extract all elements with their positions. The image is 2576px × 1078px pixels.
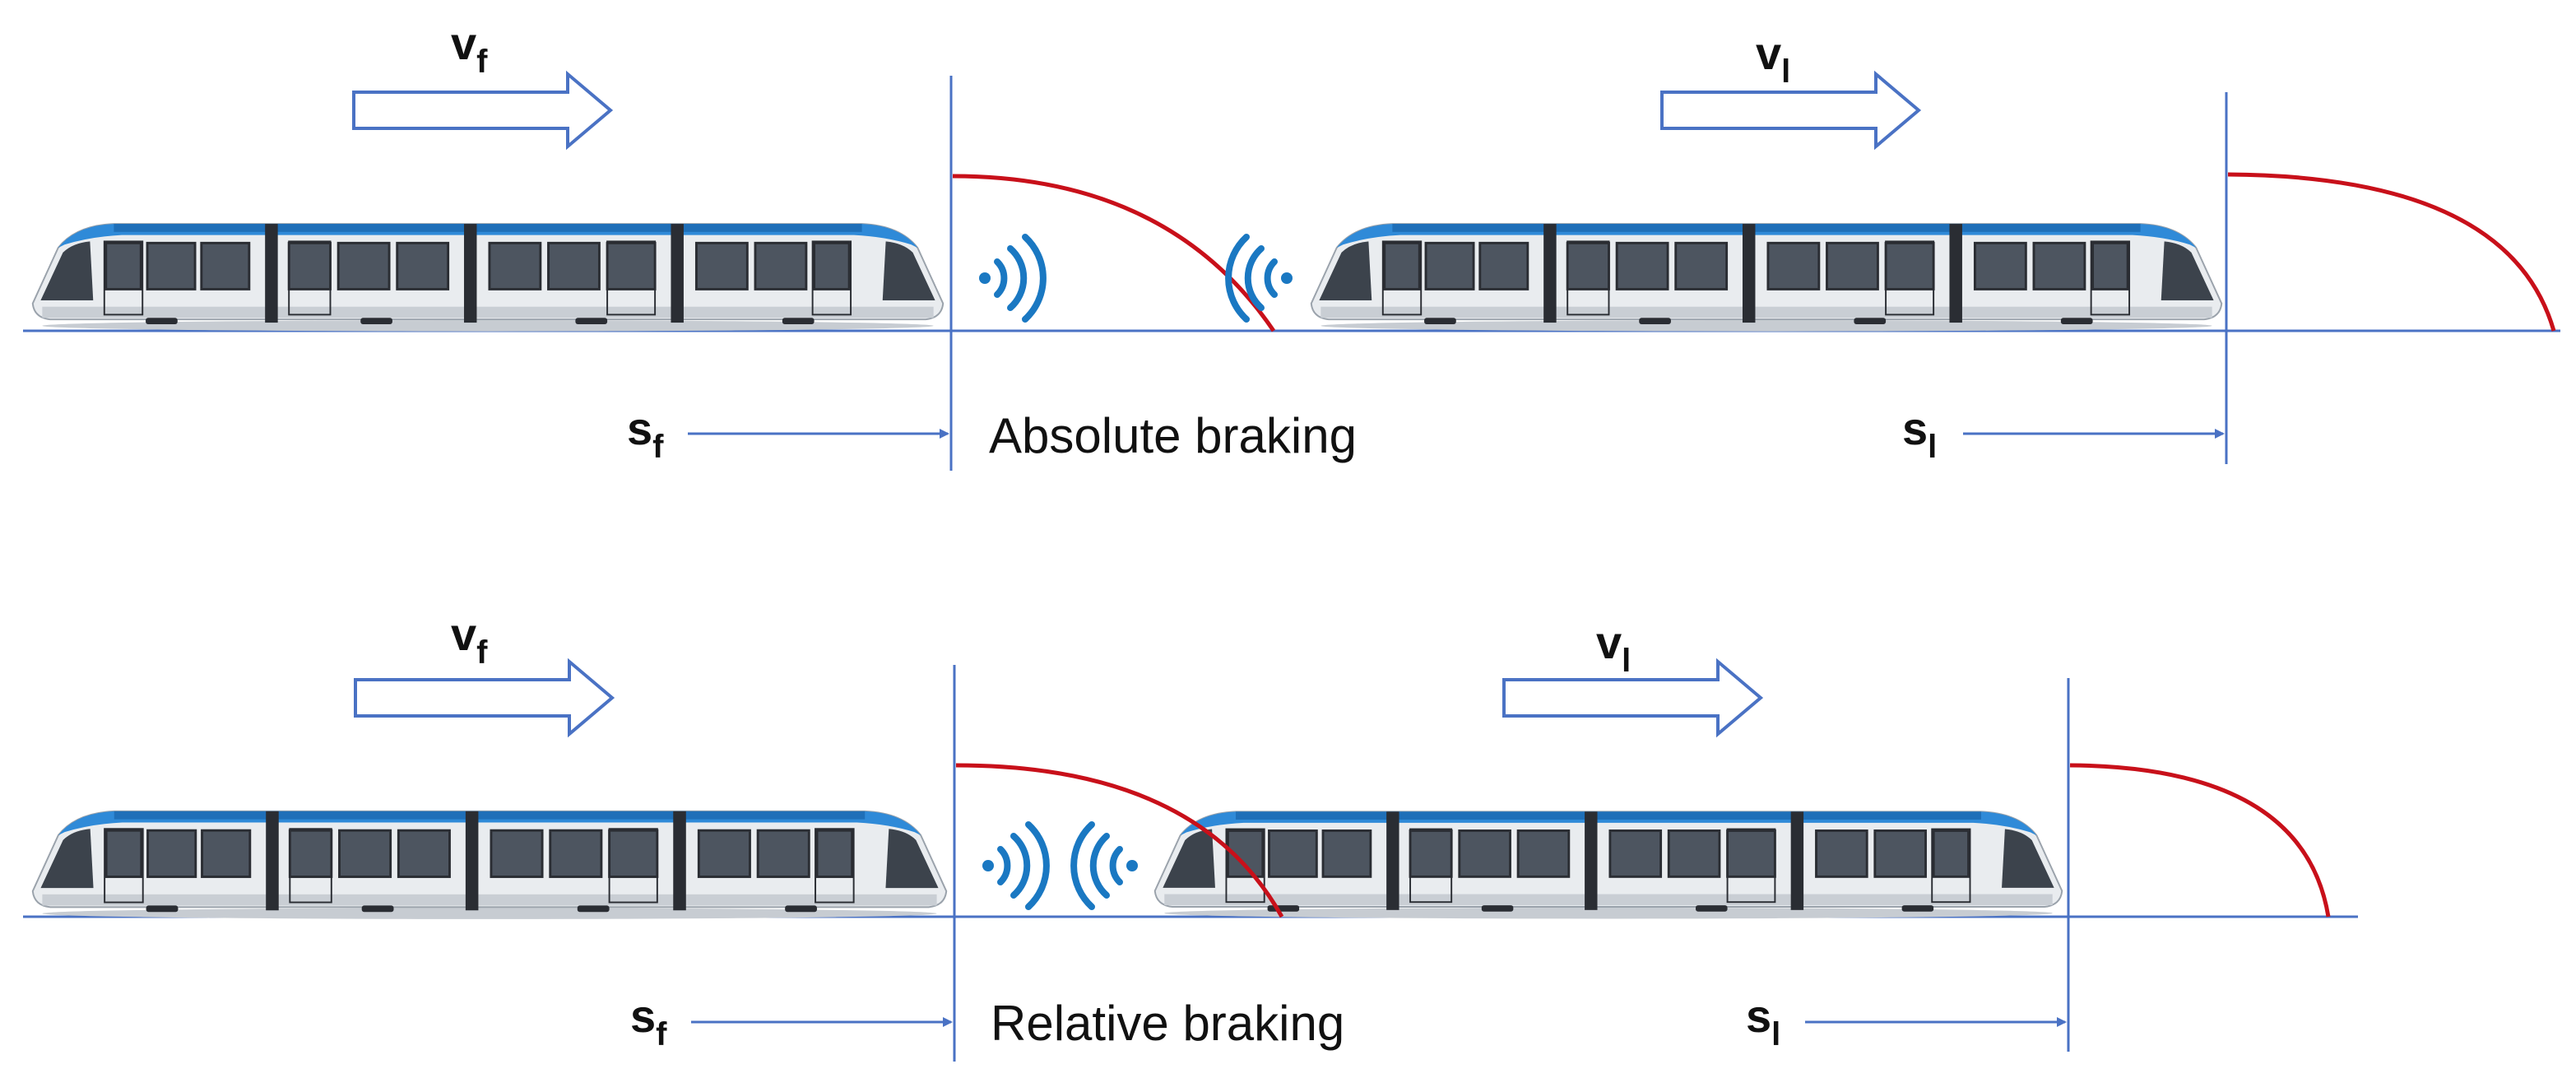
scenario-caption: Relative braking xyxy=(991,996,1344,1051)
leader-braking-curve xyxy=(2227,172,2556,332)
follower-velocity-label: vf xyxy=(451,608,488,671)
follower-braking-curve xyxy=(952,174,1276,332)
leader-position-label: sl xyxy=(1746,990,1780,1052)
velocity-arrow-leader-icon xyxy=(1502,657,1764,738)
leader-braking-curve xyxy=(2069,763,2331,918)
wireless-signal-receive-icon xyxy=(1225,234,1293,323)
follower-tram xyxy=(31,810,948,921)
follower-position-label: sf xyxy=(630,990,667,1052)
follower-velocity-label: vf xyxy=(451,17,488,80)
leader-tram xyxy=(1153,810,2063,920)
scenario-absolute-braking: vf vl sf sl Absolute braking xyxy=(23,17,2560,471)
scenario-relative-braking: vf vl sf sl Relative braking xyxy=(23,608,2358,1062)
leader-velocity-label: vl xyxy=(1756,27,1790,90)
leader-velocity-label: vl xyxy=(1596,616,1631,679)
leader-position-label: sl xyxy=(1902,402,1937,465)
velocity-arrow-follower-icon xyxy=(354,657,615,738)
velocity-arrow-follower-icon xyxy=(352,70,614,151)
wireless-signal-transmit-icon xyxy=(979,234,1047,323)
follower-position-label: sf xyxy=(627,402,664,465)
velocity-arrow-leader-icon xyxy=(1660,70,1922,151)
follower-braking-curve xyxy=(955,763,1284,918)
wireless-signal-receive-icon xyxy=(1070,821,1138,910)
wireless-signal-transmit-icon xyxy=(982,821,1050,910)
leader-tram xyxy=(1310,222,2223,333)
follower-tram xyxy=(31,222,945,333)
scenario-caption: Absolute braking xyxy=(989,408,1357,463)
